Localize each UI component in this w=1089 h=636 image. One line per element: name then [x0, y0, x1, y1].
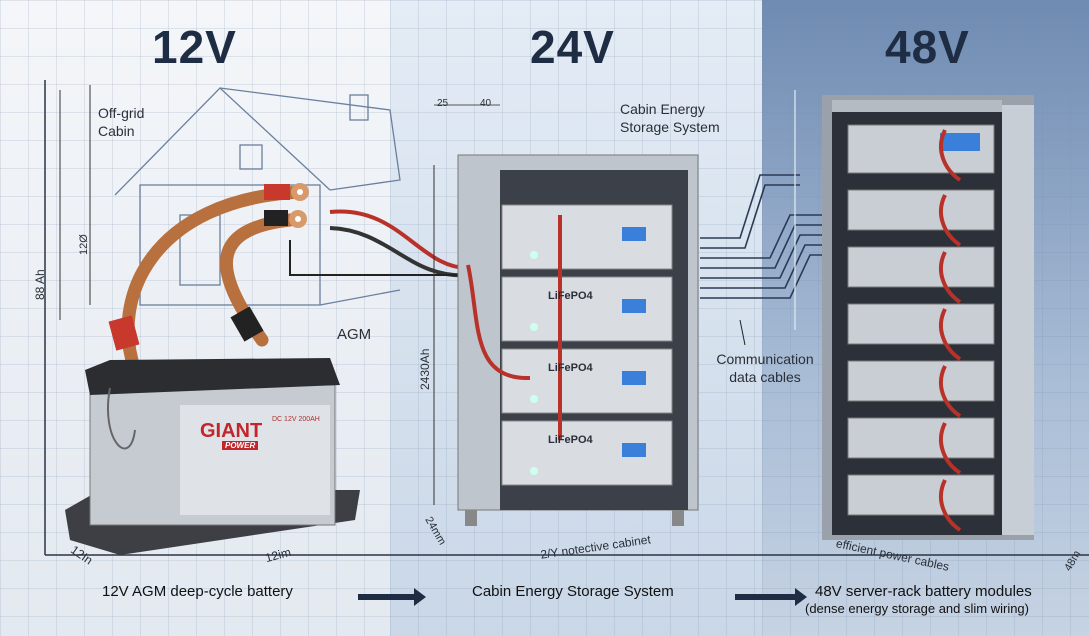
subcaption-48v: (dense energy storage and slim wiring) — [805, 601, 1029, 616]
battery-module — [501, 276, 673, 342]
panel-24v — [390, 0, 762, 636]
battery-module — [501, 420, 673, 486]
comm-cables-label: Communication data cables — [716, 351, 814, 385]
agm-label: AGM — [337, 326, 372, 343]
arrow-right-icon — [735, 588, 807, 606]
cabin-height-dimension: 12Ø — [78, 234, 90, 255]
rack-battery-module — [847, 189, 995, 247]
dimension-a: 25 — [437, 98, 449, 109]
battery-height-dimension: 88 Ah — [33, 269, 47, 300]
rack-battery-module — [847, 303, 995, 361]
module-label: LiFePO4 — [548, 434, 593, 446]
title-48v: 48V — [885, 21, 970, 73]
battery-spec: DC 12V 200AH — [272, 416, 320, 423]
rack-battery-module — [847, 124, 995, 182]
title-24v: 24V — [530, 21, 615, 73]
agm-battery — [65, 358, 360, 555]
dimension-b: 40 — [480, 98, 492, 109]
panel-12v — [0, 0, 390, 636]
rack-battery-module — [847, 246, 995, 304]
title-12v: 12V — [152, 21, 237, 73]
lcd-display — [622, 227, 646, 241]
battery-brand-logo: GIANT — [200, 420, 263, 442]
system-label: Cabin Energy Storage System — [620, 101, 720, 135]
rack-battery-module — [847, 417, 995, 475]
cabinet-height-dimension: 2430Ah — [418, 348, 432, 390]
arrow-right-icon — [358, 588, 426, 606]
battery-brand-sub: POWER — [222, 441, 259, 450]
caption-48v: 48V server-rack battery modules — [815, 583, 1032, 600]
lcd-display — [622, 299, 646, 313]
module-label: LiFePO4 — [548, 290, 593, 302]
rack-battery-module — [847, 360, 995, 418]
battery-module — [501, 204, 673, 270]
module-label: LiFePO4 — [548, 362, 593, 374]
caption-24v: Cabin Energy Storage System — [472, 583, 674, 600]
battery-module — [501, 348, 673, 414]
cabin-label: Off-grid Cabin — [98, 105, 145, 139]
lcd-display — [622, 443, 646, 457]
rack-battery-module — [847, 474, 995, 532]
lcd-display — [622, 371, 646, 385]
caption-12v: 12V AGM deep-cycle battery — [102, 583, 293, 600]
lcd-display — [940, 133, 980, 151]
